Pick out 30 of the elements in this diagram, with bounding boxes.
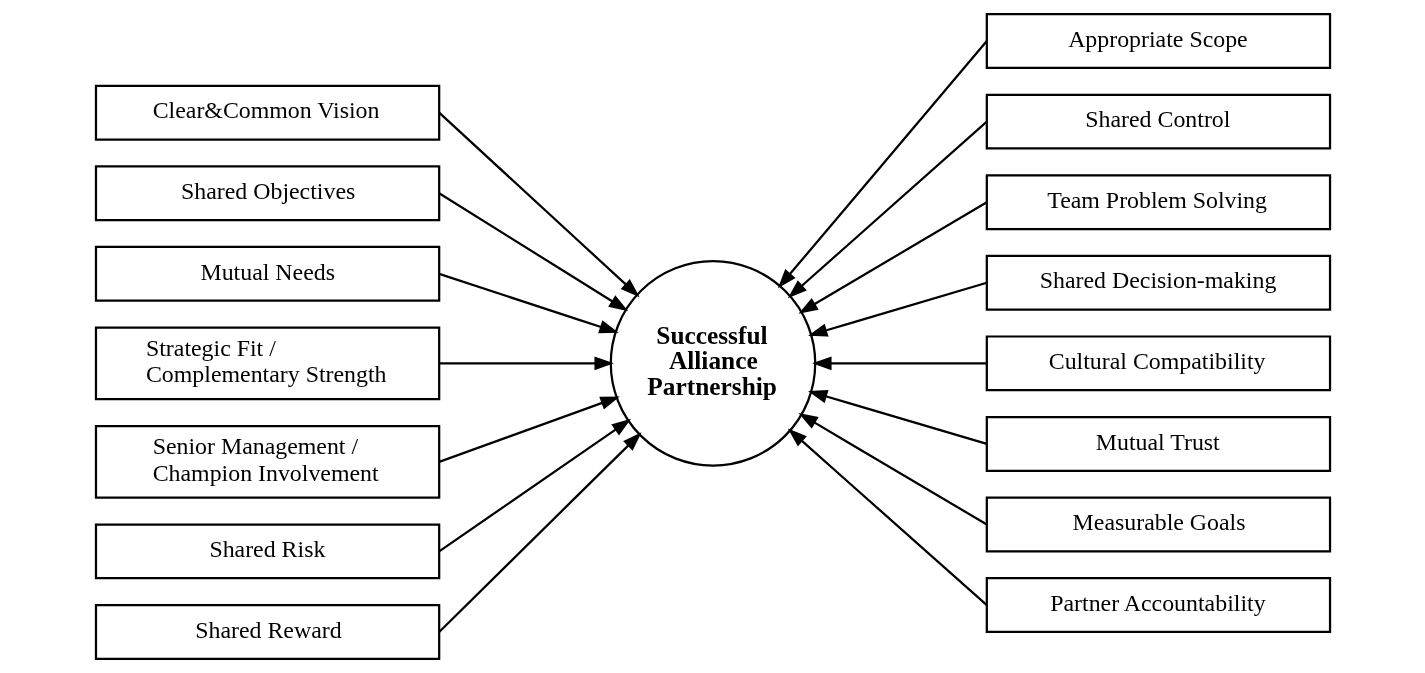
arrow <box>437 432 642 633</box>
node-box: Shared Risk <box>94 523 440 580</box>
arrow <box>798 413 987 526</box>
arrow <box>777 40 988 289</box>
node-box: Partner Accountability <box>985 577 1331 634</box>
arrow <box>437 111 640 298</box>
node-box: Appropriate Scope <box>985 13 1331 70</box>
node-box: Clear&Common Vision <box>94 84 440 141</box>
node-box: Senior Management / Champion Involvement <box>94 424 440 499</box>
arrow <box>438 396 620 463</box>
node-box: Shared Objectives <box>94 165 440 222</box>
arrow <box>438 356 614 371</box>
arrow <box>438 418 631 553</box>
node-box: Shared Control <box>985 93 1331 150</box>
arrow <box>438 192 628 312</box>
node-box: Shared Decision-making <box>985 254 1331 311</box>
arrow <box>438 272 619 334</box>
arrow <box>807 390 987 445</box>
node-box: Strategic Fit / Complementary Strength <box>94 326 440 401</box>
node-box: Cultural Compatibility <box>985 335 1331 392</box>
node-box: Mutual Trust <box>985 415 1331 472</box>
node-box: Measurable Goals <box>985 496 1331 553</box>
arrow <box>798 201 987 314</box>
arrow <box>787 428 988 606</box>
node-box: Mutual Needs <box>94 245 440 302</box>
node-box: Team Problem Solving <box>985 174 1331 231</box>
arrow <box>811 356 987 371</box>
arrow <box>807 281 987 337</box>
arrow <box>787 120 988 299</box>
node-box: Shared Reward <box>94 604 440 660</box>
